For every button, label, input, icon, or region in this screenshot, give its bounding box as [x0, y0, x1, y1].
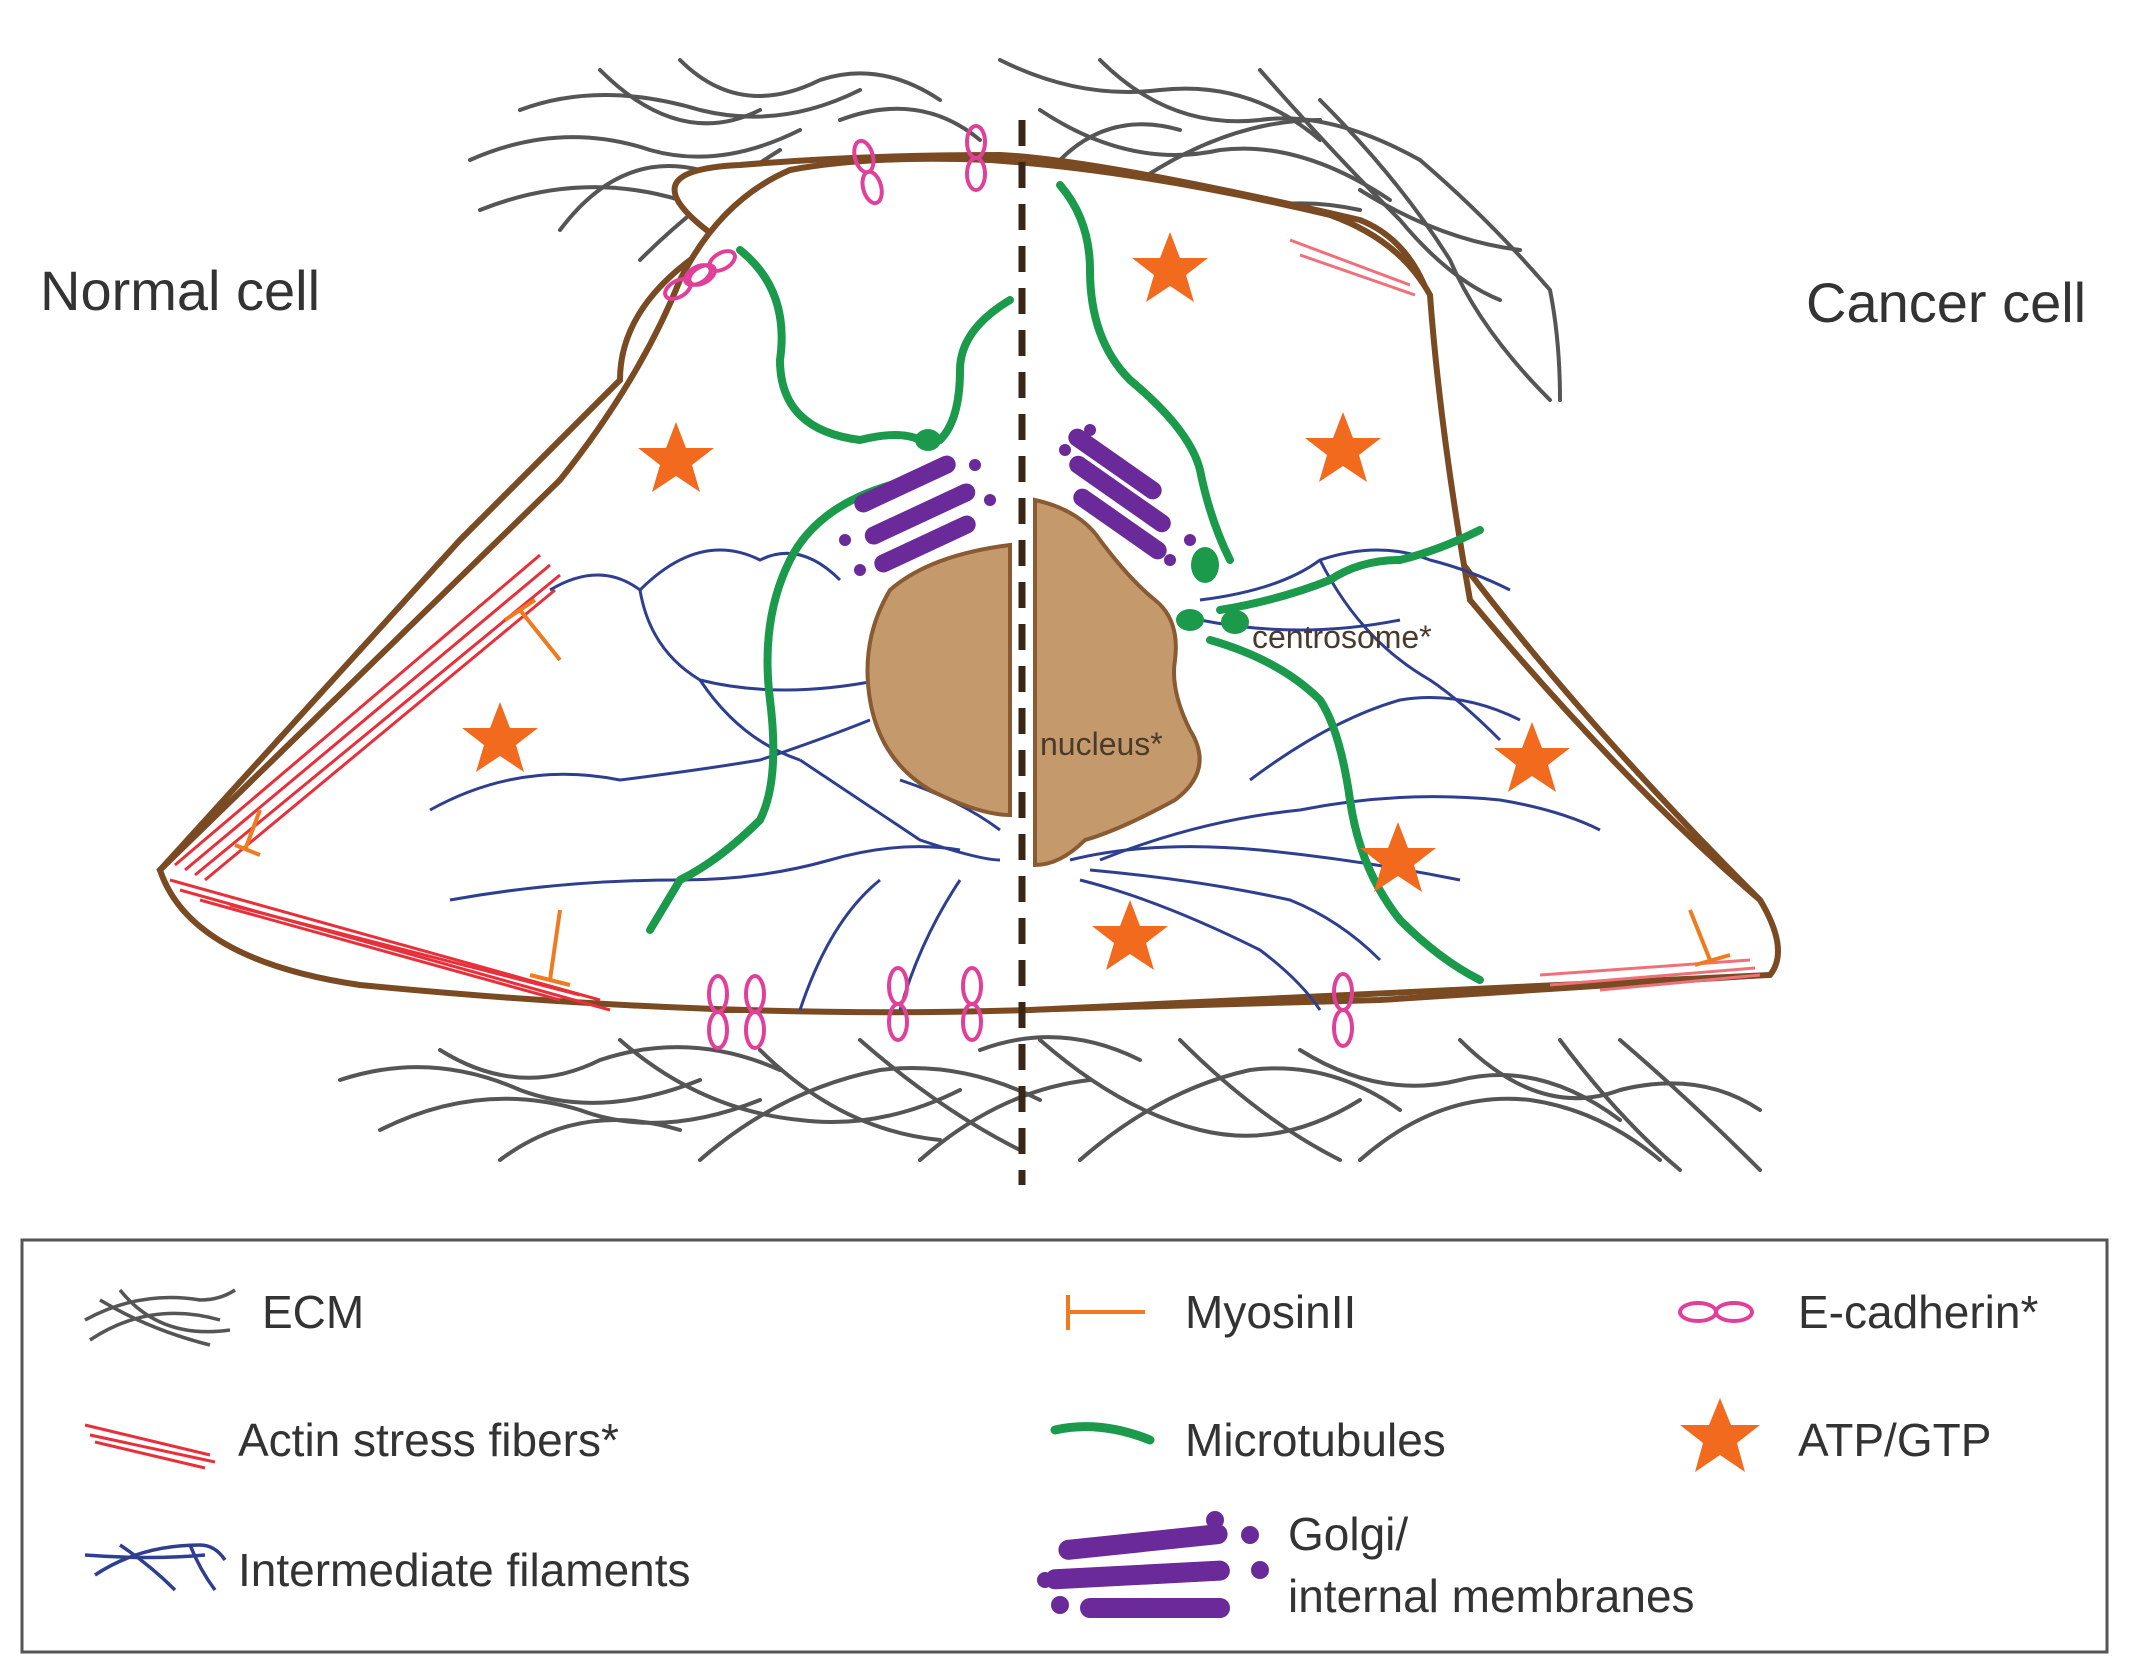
legend-e-cadherin-label: E-cadherin* [1798, 1286, 2038, 1338]
cancer-cell-label: Cancer cell [1806, 271, 2086, 334]
nucleus-left [865, 542, 1012, 818]
legend-ecm-label: ECM [262, 1286, 364, 1338]
e-cadherin-markers [663, 124, 1354, 1050]
legend-myosin-label: MyosinII [1185, 1286, 1356, 1338]
myosin-right [1688, 909, 1731, 967]
legend-atp-label: ATP/GTP [1798, 1414, 1991, 1466]
legend-actin-icon [84, 1423, 216, 1470]
centrosome-left [915, 429, 941, 451]
actin-stress-fibers-right [1289, 238, 1761, 992]
legend-myosin-icon [1066, 1295, 1145, 1330]
legend-atp-star-icon [1680, 1398, 1760, 1472]
legend-actin-label: Actin stress fibers* [238, 1414, 619, 1466]
legend-microtubules-label: Microtubules [1185, 1414, 1446, 1466]
nucleus-right [1033, 497, 1202, 868]
myosin-left [234, 598, 571, 987]
legend-golgi-label-line1: Golgi/ [1288, 1508, 1408, 1560]
nucleus-label: nucleus* [1040, 726, 1163, 762]
legend-golgi-icon [1037, 1511, 1269, 1618]
golgi-left [839, 455, 996, 576]
centrosome-right [1176, 547, 1249, 634]
atp-stars [462, 232, 1570, 970]
legend-microtubules-icon [1050, 1422, 1155, 1445]
microtubules [646, 181, 1484, 984]
actin-stress-fibers-left [169, 553, 611, 1012]
legend-ecm-icon [84, 1288, 236, 1347]
golgi-right [1059, 424, 1196, 566]
centrosome-label: centrosome* [1252, 619, 1432, 655]
legend-intermediate-label: Intermediate filaments [238, 1544, 691, 1596]
legend-golgi-label-line2: internal membranes [1288, 1570, 1695, 1622]
legend-intermediate-icon [84, 1543, 227, 1592]
ecm-bottom [338, 1035, 1762, 1172]
legend-e-cadherin-icon [1678, 1301, 1754, 1323]
normal-cell-label: Normal cell [40, 259, 320, 322]
